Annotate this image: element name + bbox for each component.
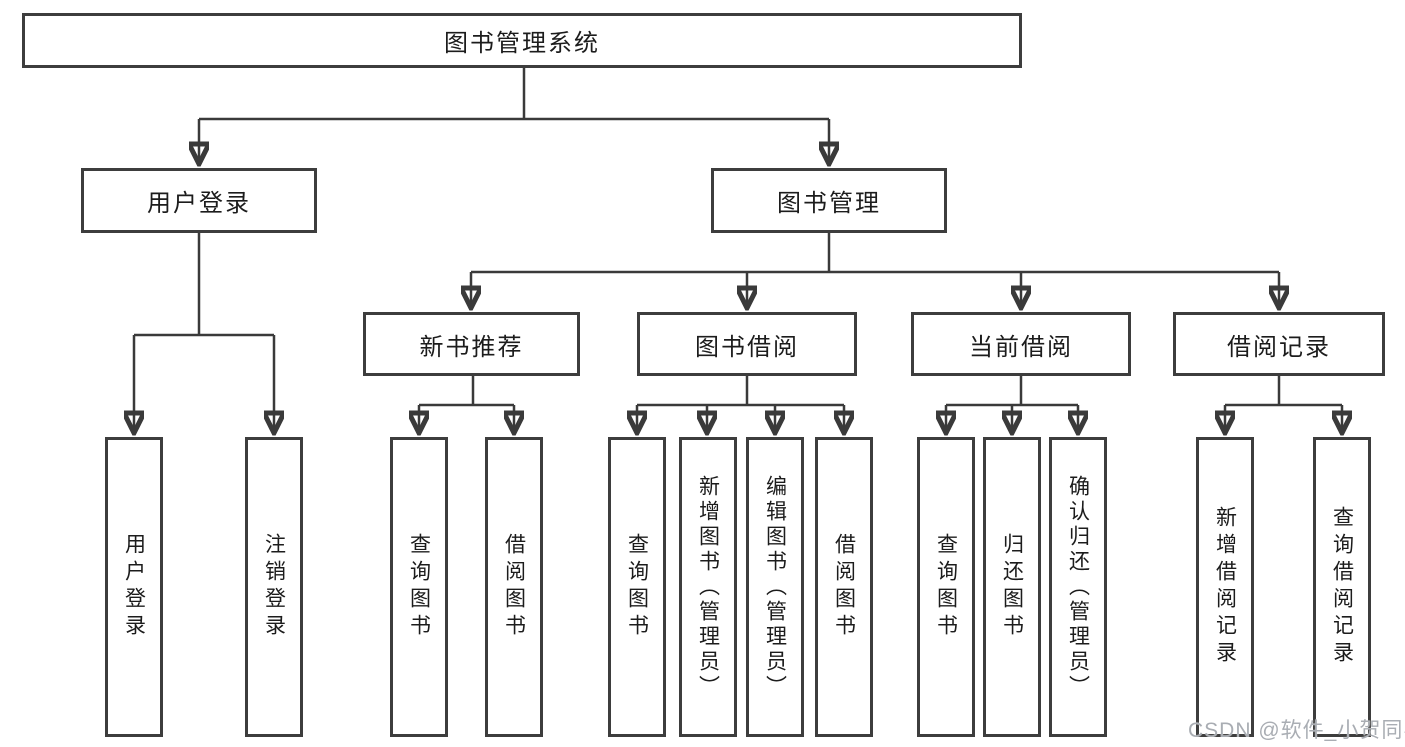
node-borrowing-records: 借阅记录 bbox=[1173, 312, 1385, 376]
node-user-login: 用户登录 bbox=[81, 168, 317, 233]
node-leaf-add-book-admin: 新增图书（管理员） bbox=[679, 437, 737, 737]
node-leaf-query-books-2: 查询图书 bbox=[608, 437, 666, 737]
node-leaf-confirm-return-admin: 确认归还（管理员） bbox=[1049, 437, 1107, 737]
wire-book-borrowing-branch bbox=[637, 376, 844, 407]
wire-borrowing-records-branch bbox=[1225, 376, 1342, 407]
node-new-book-recommend: 新书推荐 bbox=[363, 312, 580, 376]
node-book-management: 图书管理 bbox=[711, 168, 947, 233]
node-root: 图书管理系统 bbox=[22, 13, 1022, 68]
node-leaf-logout: 注销登录 bbox=[245, 437, 303, 737]
node-book-borrowing: 图书借阅 bbox=[637, 312, 857, 376]
node-leaf-return-books: 归还图书 bbox=[983, 437, 1041, 737]
watermark-text: CSDN @软件_小贺同学 bbox=[1188, 719, 1405, 742]
wire-root-to-level2 bbox=[199, 68, 829, 121]
wire-current-borrowing-branch bbox=[946, 376, 1078, 407]
node-leaf-user-login: 用户登录 bbox=[105, 437, 163, 737]
node-leaf-add-borrow-record: 新增借阅记录 bbox=[1196, 437, 1254, 737]
node-leaf-borrow-books-2: 借阅图书 bbox=[815, 437, 873, 737]
node-leaf-query-borrow-record: 查询借阅记录 bbox=[1313, 437, 1371, 737]
node-leaf-query-books-1: 查询图书 bbox=[390, 437, 448, 737]
wire-new-book-branch bbox=[419, 376, 514, 407]
node-leaf-query-books-3: 查询图书 bbox=[917, 437, 975, 737]
wire-user-login-branch bbox=[134, 233, 274, 337]
node-current-borrowing: 当前借阅 bbox=[911, 312, 1131, 376]
node-leaf-edit-book-admin: 编辑图书（管理员） bbox=[746, 437, 804, 737]
node-leaf-borrow-books-1: 借阅图书 bbox=[485, 437, 543, 737]
wire-book-management-branch bbox=[471, 233, 1279, 274]
